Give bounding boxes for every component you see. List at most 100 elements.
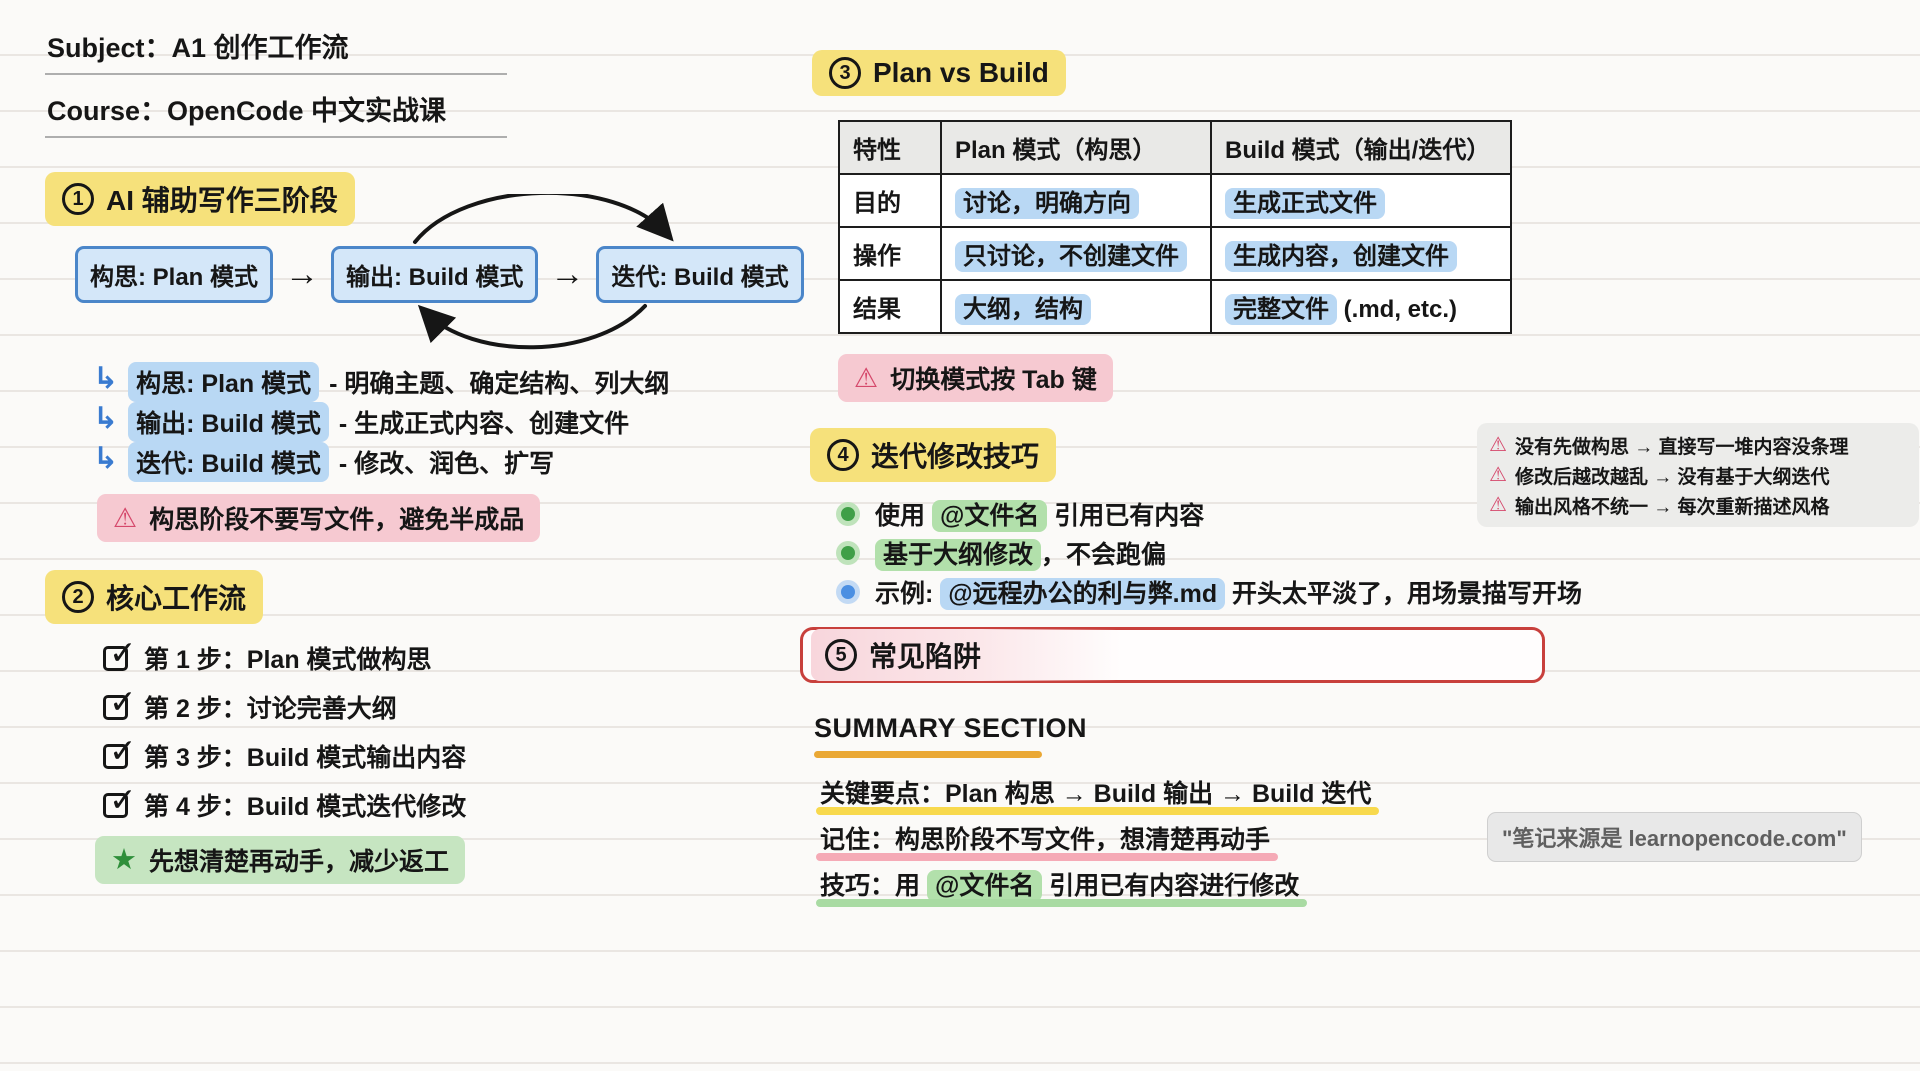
cell-highlight: 大纲，结构 (955, 294, 1091, 325)
flow-node-build-iterate: 迭代: Build 模式 (596, 246, 804, 303)
row-label: 操作 (838, 226, 942, 281)
section1-title: 1 AI 辅助写作三阶段 (45, 172, 355, 226)
circled-number-3-icon: 3 (829, 57, 861, 89)
right-column: 3 Plan vs Build 特性 Plan 模式（构思） Build 模式（… (800, 50, 1920, 912)
summary-line-keypoints: 关键要点：Plan 构思 → Build 输出 → Build 迭代 (815, 774, 1380, 815)
section5-box: 5 常见陷阱 (800, 627, 1545, 683)
course-text: Course：OpenCode 中文实战课 (47, 96, 447, 126)
cell-highlight: 完整文件 (1225, 294, 1337, 325)
workflow-checklist: 第 1 步：Plan 模式做构思 第 2 步：讨论完善大纲 第 3 步：Buil… (103, 633, 785, 823)
stage-term: 迭代: Build 模式 (128, 442, 329, 482)
row-label: 目的 (838, 173, 942, 228)
circled-number-5-icon: 5 (825, 639, 857, 671)
stage-term: 输出: Build 模式 (128, 402, 329, 442)
cell-highlight: 讨论，明确方向 (955, 188, 1139, 219)
subject-text: Subject：A1 创作工作流 (47, 33, 349, 63)
source-watermark: "笔记来源是 learnopencode.com" (1487, 812, 1862, 862)
table-header-feature: 特性 (838, 120, 942, 175)
list-item: 使用 @文件名 引用已有内容 (836, 494, 1920, 533)
subject-line: Subject：A1 创作工作流 (45, 22, 507, 75)
step-text: 第 2 步：讨论完善大纲 (144, 695, 397, 723)
list-item: 示例: @远程办公的利与弊.md 开头太平淡了，用场景描写开场 (836, 572, 1920, 611)
right-arrow-icon: → (550, 255, 585, 293)
list-item: 第 4 步：Build 模式迭代修改 (103, 780, 785, 823)
section1-warning: ⚠ 构思阶段不要写文件，避免半成品 (97, 494, 541, 542)
cell-highlight: 生成内容，创建文件 (1225, 241, 1457, 272)
checked-checkbox-icon (103, 780, 137, 819)
left-column: Subject：A1 创作工作流 Course：OpenCode 中文实战课 1… (45, 22, 804, 884)
bullet-highlight: @文件名 (931, 499, 1048, 532)
stage-desc: - 生成正式内容、创建文件 (338, 410, 630, 438)
summary-text: 记住：构思阶段不写文件，想清楚再动手 (820, 826, 1271, 854)
table-header-row: 特性 Plan 模式（构思） Build 模式（输出/迭代） (838, 120, 1512, 175)
hook-arrow-icon: ↳ (93, 442, 119, 475)
list-item: ↳ 输出: Build 模式 - 生成正式内容、创建文件 (93, 402, 785, 442)
warning-text: 切换模式按 Tab 键 (890, 366, 1097, 394)
bullet-post: 开头太平淡了，用场景描写开场 (1225, 579, 1583, 608)
section4-title: 4 迭代修改技巧 (810, 428, 1057, 482)
stage-desc: - 明确主题、确定结构、列大纲 (329, 370, 670, 398)
section1-title-text: AI 辅助写作三阶段 (106, 185, 338, 216)
plan-cell: 讨论，明确方向 (940, 173, 1212, 228)
plan-cell: 大纲，结构 (940, 279, 1212, 334)
hook-arrow-icon: ↳ (93, 402, 119, 435)
summary-text: 关键要点：Plan 构思 → Build 输出 → Build 迭代 (820, 780, 1372, 808)
circled-number-2-icon: 2 (62, 581, 94, 613)
section3-title-text: Plan vs Build (873, 57, 1049, 88)
right-arrow-icon: → (285, 255, 320, 293)
bullet-post: ，不会跑偏 (1041, 540, 1167, 569)
section2-tip: ★ 先想清楚再动手，减少返工 (95, 836, 466, 884)
warning-triangle-icon: ⚠ (1489, 434, 1507, 456)
table-header-build: Build 模式（输出/迭代） (1210, 120, 1512, 175)
table-header-plan: Plan 模式（构思） (940, 120, 1212, 175)
bullet-highlight: 基于大纲修改 (875, 538, 1042, 571)
flow-node-plan: 构思: Plan 模式 (75, 246, 274, 303)
summary-heading: SUMMARY SECTION (814, 713, 1088, 743)
checked-checkbox-icon (103, 731, 137, 770)
bullet-pre: 示例: (875, 579, 941, 608)
warning-text: 构思阶段不要写文件，避免半成品 (149, 506, 525, 534)
workflow-diagram: 构思: Plan 模式 → 输出: Build 模式 → 迭代: Build 模… (45, 194, 804, 354)
checked-checkbox-icon (103, 682, 137, 721)
bullet-text: 使用 @文件名 引用已有内容 (875, 496, 1204, 532)
build-cell: 生成内容，创建文件 (1210, 226, 1512, 281)
step-text: 第 1 步：Plan 模式做构思 (144, 646, 432, 674)
summary-line-tip: 技巧：用 @文件名 引用已有内容进行修改 (815, 866, 1308, 907)
stage-bullet-list: ↳ 构思: Plan 模式 - 明确主题、确定结构、列大纲 ↳ 输出: Buil… (93, 362, 785, 482)
plan-cell: 只讨论，不创建文件 (940, 226, 1212, 281)
flow-node-build-output: 输出: Build 模式 (331, 246, 539, 303)
bullet-post: 引用已有内容 (1047, 501, 1205, 530)
table-row: 操作 只讨论，不创建文件 生成内容，创建文件 (838, 226, 1512, 281)
summary-text: 技巧：用 (820, 872, 927, 900)
list-item: ↳ 构思: Plan 模式 - 明确主题、确定结构、列大纲 (93, 362, 785, 402)
pitfall-text: 输出风格不统一 → 每次重新描述风格 (1514, 496, 1830, 518)
tips-bullet-list: 使用 @文件名 引用已有内容 基于大纲修改，不会跑偏 示例: @远程办公的利与弊… (836, 494, 1920, 611)
warning-triangle-icon: ⚠ (854, 362, 879, 393)
section5-title: 5 常见陷阱 (811, 629, 1122, 681)
section3-title: 3 Plan vs Build (812, 50, 1066, 96)
bullet-text: 示例: @远程办公的利与弊.md 开头太平淡了，用场景描写开场 (875, 574, 1582, 610)
section2-title-text: 核心工作流 (106, 583, 247, 614)
course-line: Course：OpenCode 中文实战课 (45, 85, 507, 138)
summary-text: 引用已有内容进行修改 (1042, 872, 1300, 900)
blue-bullet-dot-icon (841, 584, 855, 599)
section2-title: 2 核心工作流 (45, 570, 264, 624)
list-item: 第 1 步：Plan 模式做构思 (103, 633, 785, 676)
stage-term: 构思: Plan 模式 (128, 362, 320, 402)
bullet-highlight: @远程办公的利与弊.md (940, 577, 1226, 610)
list-item: 第 3 步：Build 模式输出内容 (103, 731, 785, 774)
list-item: ⚠ 修改后越改越乱 → 没有基于大纲迭代 (1489, 460, 1907, 490)
circled-number-4-icon: 4 (827, 439, 859, 471)
step-text: 第 4 步：Build 模式迭代修改 (144, 793, 467, 821)
green-bullet-dot-icon (841, 506, 855, 521)
plan-vs-build-table: 特性 Plan 模式（构思） Build 模式（输出/迭代） 目的 讨论，明确方… (838, 120, 1512, 334)
build-cell: 生成正式文件 (1210, 173, 1512, 228)
list-item: ⚠ 输出风格不统一 → 每次重新描述风格 (1489, 490, 1907, 520)
table-row: 目的 讨论，明确方向 生成正式文件 (838, 173, 1512, 228)
summary-line-remember: 记住：构思阶段不写文件，想清楚再动手 (815, 820, 1279, 861)
checked-checkbox-icon (103, 633, 137, 672)
hook-arrow-icon: ↳ (93, 362, 119, 395)
green-bullet-dot-icon (841, 545, 855, 560)
section5-title-text: 常见陷阱 (869, 641, 982, 672)
section4-title-text: 迭代修改技巧 (871, 441, 1040, 472)
